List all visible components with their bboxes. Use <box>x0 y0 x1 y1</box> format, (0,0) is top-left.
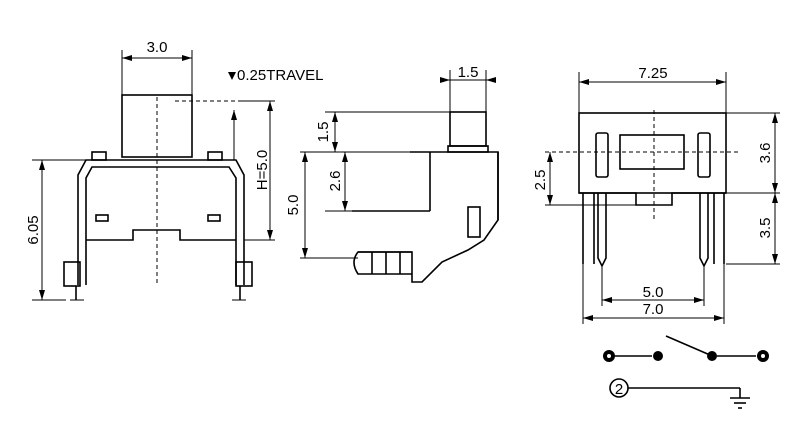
ground-pin-label: 2 <box>615 381 623 398</box>
pin-length-label: 3.5 <box>757 218 774 239</box>
side-view: 1.5 1.5 2.6 5.0 <box>285 64 499 283</box>
body-height-label: 5.0 <box>285 195 302 216</box>
offset-label: 2.6 <box>327 171 344 192</box>
footprint-label: 7.0 <box>643 301 664 318</box>
left-offset-label: 2.5 <box>532 170 549 191</box>
bottom-view: 7.25 3.6 3.5 2.5 5.0 7.0 <box>532 65 780 324</box>
front-view: 3.0 0.25TRAVEL H=5.0 <box>25 39 323 301</box>
travel-label: 0.25TRAVEL <box>237 67 323 84</box>
height-label: H=5.0 <box>254 150 271 190</box>
front-width-label: 3.0 <box>147 39 168 56</box>
body-depth-label: 3.6 <box>757 143 774 164</box>
overall-height-label: 6.05 <box>25 215 42 244</box>
schematic: 2 <box>603 335 769 409</box>
actuator-width-label: 1.5 <box>458 64 479 81</box>
pin-pitch-label: 5.0 <box>643 284 664 301</box>
actuator-height-label: 1.5 <box>315 122 332 143</box>
length-label: 7.25 <box>638 65 667 82</box>
ground-icon <box>730 397 750 409</box>
